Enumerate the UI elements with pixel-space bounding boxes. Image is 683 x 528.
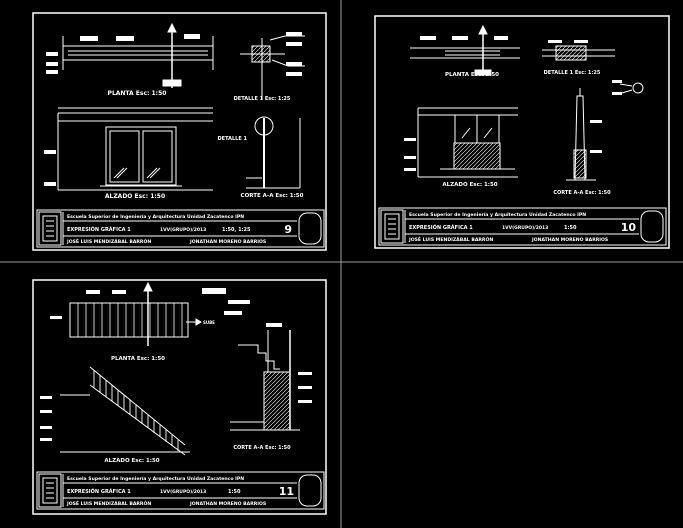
sheet-10-section-label: CORTE A-A Esc: 1:50 (553, 190, 611, 196)
sheet-9-detail-label: DETALLE 1 Esc: 1:25 (234, 96, 291, 102)
sheet-10-elevation-label: ALZADO Esc: 1:50 (442, 182, 497, 188)
sheet-11-elevation (40, 366, 190, 456)
sheet-11-institution: Escuela Superior de Ingeniería y Arquite… (67, 475, 244, 482)
sheet-9-author-left: JOSÉ LUIS MENDIZÁBAL BARRÓN (66, 237, 151, 245)
sheet-9-scale: 1:50, 1:25 (222, 227, 251, 233)
sheet-11-titleblock (36, 471, 325, 510)
sheet-11[interactable]: SUBE PLANTA Esc: 1:50 (32, 279, 327, 515)
sheet-10-plan (410, 24, 520, 76)
sheet-10-institution: Escuela Superior de Ingeniería y Arquite… (409, 211, 586, 218)
sheet-10-plan-label: PLANTA Esc: 1:50 (445, 72, 499, 78)
sheet-11-section-label: CORTE A-A Esc: 1:50 (233, 445, 291, 451)
sheet-11-course: EXPRESIÓN GRÁFICA 1 (67, 488, 131, 495)
sheet-11-author-left: JOSÉ LUIS MENDIZÁBAL BARRÓN (66, 499, 151, 507)
sheet-10-number: 10 (621, 221, 637, 234)
sheet-9-group: 1VV(GRUPO)/2013 (160, 227, 206, 233)
sheet-9-elevation-label: ALZADO Esc: 1:50 (105, 193, 165, 200)
sheet-11-number: 11 (279, 485, 294, 498)
sheet-10-detail-label: DETALLE 1 Esc: 1:25 (544, 70, 601, 76)
sheet-9-elevation (44, 107, 213, 191)
empty-viewport[interactable] (342, 263, 683, 528)
sheet-9-detail (240, 32, 305, 100)
sheet-10-detail-callout (612, 80, 644, 95)
sheet-9-plan (46, 22, 214, 88)
sheet-11-sube-label: SUBE (203, 320, 215, 325)
sheet-10-group: 1VV(GRUPO)/2013 (502, 225, 548, 231)
sheet-11-scale: 1:50 (228, 489, 241, 495)
sheet-11-legend-blocks (202, 288, 250, 315)
sheet-9-institution: Escuela Superior de Ingeniería y Arquite… (67, 213, 244, 220)
sheet-11-section (230, 323, 312, 431)
sheet-9-plan-label: PLANTA Esc: 1:50 (108, 90, 167, 97)
sheet-9-course: EXPRESIÓN GRÁFICA 1 (67, 226, 131, 233)
sheet-10-elevation (404, 107, 518, 178)
sheet-9[interactable]: PLANTA Esc: 1:50 DETALLE 1 Esc: 1:25 (32, 12, 327, 251)
sheet-11-plan-treads (77, 303, 183, 337)
sheet-10-author-left: JOSÉ LUIS MENDIZÁBAL BARRÓN (408, 235, 493, 243)
sheet-11-elevation-label: ALZADO Esc: 1:50 (104, 458, 159, 464)
sheet-10-author-right: JONATHAN MORENO BARRIOS (531, 237, 608, 243)
sheet-11-plan (50, 281, 202, 346)
sheet-9-callout-label: DETALLE 1 (218, 136, 248, 142)
sheet-9-number: 9 (284, 223, 292, 236)
sheet-11-group: 1VV(GRUPO)/2013 (160, 489, 206, 495)
sheet-9-section-label: CORTE A-A Esc: 1:50 (241, 193, 304, 199)
sheet-10-titleblock (378, 207, 667, 246)
sheet-10-scale: 1:50 (564, 225, 577, 231)
sheet-10-detail (542, 40, 615, 61)
sheet-11-author-right: JONATHAN MORENO BARRIOS (189, 501, 266, 507)
sheet-9-section (246, 116, 301, 189)
sheet-11-plan-label: PLANTA Esc: 1:50 (111, 356, 165, 362)
sheet-10-section (566, 88, 602, 181)
sheet-9-author-right: JONATHAN MORENO BARRIOS (189, 239, 266, 245)
sheet-10[interactable]: PLANTA Esc: 1:50 DETALLE 1 Esc: 1:25 (374, 15, 670, 249)
sheet-9-titleblock (36, 209, 325, 248)
sheet-10-course: EXPRESIÓN GRÁFICA 1 (409, 224, 473, 231)
